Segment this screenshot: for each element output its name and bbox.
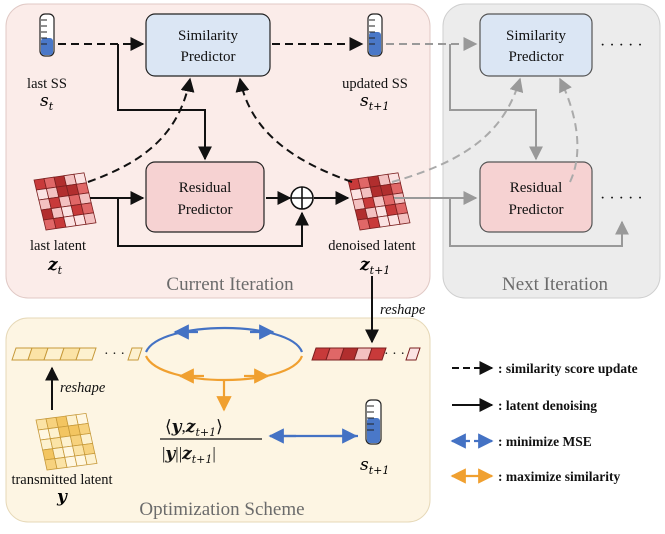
latent-cell <box>77 422 91 436</box>
transmitted-latent-grid <box>35 412 98 471</box>
optimization-ss-icon <box>365 399 382 445</box>
arrow-next-similarity-feedback <box>559 77 579 183</box>
mse-arc-top <box>144 327 304 353</box>
updated-ss-icon <box>367 13 383 57</box>
legend-item-solid: : latent denoising <box>452 398 597 413</box>
similarity-predictor-current: Similarity Predictor <box>145 13 271 77</box>
optimization-region <box>5 317 431 523</box>
arrow-skip-connection <box>117 198 309 247</box>
legend-orange-text: : maximize similarity <box>498 469 620 484</box>
latent-cell <box>389 182 404 195</box>
last-latent-symbol: zt <box>47 255 63 277</box>
denoised-latent-symbol: zt+1 <box>359 255 390 277</box>
last-ss-label: last SS <box>27 76 67 92</box>
continuation-dots-top: · · · · · <box>600 37 643 54</box>
reshape-label-left: reshape <box>60 380 106 396</box>
arrow-latent-to-similarity <box>87 77 195 183</box>
last-latent-grid <box>33 172 97 231</box>
latent-cell <box>83 212 97 225</box>
transmitted-latent-label: transmitted latent <box>11 472 112 488</box>
latent-cell <box>82 442 96 456</box>
strip-dots-left: · · · <box>104 347 125 362</box>
legend-item-dashed: : similarity score update <box>452 361 638 376</box>
strip-cell <box>75 347 97 361</box>
residual-label: Residual <box>179 180 232 196</box>
next-iteration-label: Next Iteration <box>502 274 609 295</box>
arrow-ss-to-residual <box>117 44 212 161</box>
predictor-label: Predictor <box>178 202 233 218</box>
residual-predictor-next: Residual Predictor <box>479 161 593 233</box>
last-ss-symbol: st <box>40 91 54 113</box>
arrow-next-skip-connection <box>449 198 629 247</box>
residual-label: Residual <box>510 180 563 196</box>
strip-cell <box>405 347 421 361</box>
last-latent-label: last latent <box>30 238 86 254</box>
legend-blue-text: : minimize MSE <box>498 434 592 449</box>
predictor-label: Predictor <box>181 49 236 65</box>
latent-cell <box>73 172 87 185</box>
strip-dots-right: · · · <box>384 347 405 362</box>
latent-cell <box>394 202 409 215</box>
predictor-label: Predictor <box>509 49 564 65</box>
latent-cell <box>84 452 98 466</box>
predictor-label: Predictor <box>509 202 564 218</box>
last-ss-icon <box>39 13 55 57</box>
latent-cell <box>80 202 95 215</box>
updated-ss-symbol: st+1 <box>360 91 389 113</box>
updated-ss-label: updated SS <box>342 76 408 92</box>
adder-icon <box>290 186 314 210</box>
legend: : similarity score update : latent denoi… <box>450 361 638 484</box>
arrow-denoised-to-next-similarity <box>391 77 524 183</box>
latent-cell <box>397 212 411 225</box>
transmitted-latent-strip <box>11 347 143 361</box>
latent-cell <box>78 192 92 205</box>
latent-cell <box>79 432 94 446</box>
similarity-label: Similarity <box>506 28 567 44</box>
denoised-latent-grid <box>347 172 411 231</box>
strip-cell <box>367 347 387 361</box>
legend-item-blue: : minimize MSE <box>450 433 592 449</box>
similarity-arc-bottom <box>144 355 304 381</box>
optimization-ss-symbol: st+1 <box>360 455 389 477</box>
legend-item-orange: : maximize similarity <box>450 468 620 484</box>
latent-cell <box>75 412 89 426</box>
similarity-predictor-next: Similarity Predictor <box>479 13 593 77</box>
denoised-latent-strip <box>311 347 421 361</box>
latent-cell <box>75 182 90 195</box>
legend-dashed-text: : similarity score update <box>498 361 638 376</box>
similarity-label: Similarity <box>178 28 239 44</box>
latent-cell <box>387 172 401 185</box>
residual-predictor-current: Residual Predictor <box>145 161 265 233</box>
transmitted-latent-symbol: y <box>56 487 68 507</box>
denoised-latent-label: denoised latent <box>328 238 415 254</box>
legend-solid-text: : latent denoising <box>498 398 597 413</box>
current-iteration-label: Current Iteration <box>166 274 294 295</box>
optimization-scheme-label: Optimization Scheme <box>139 499 304 520</box>
continuation-dots-bottom: · · · · · <box>600 190 643 207</box>
reshape-label-top: reshape <box>380 302 426 318</box>
strip-cell <box>127 347 143 361</box>
arrow-next-ss-to-residual <box>449 44 543 161</box>
current-iteration-region <box>5 3 431 299</box>
